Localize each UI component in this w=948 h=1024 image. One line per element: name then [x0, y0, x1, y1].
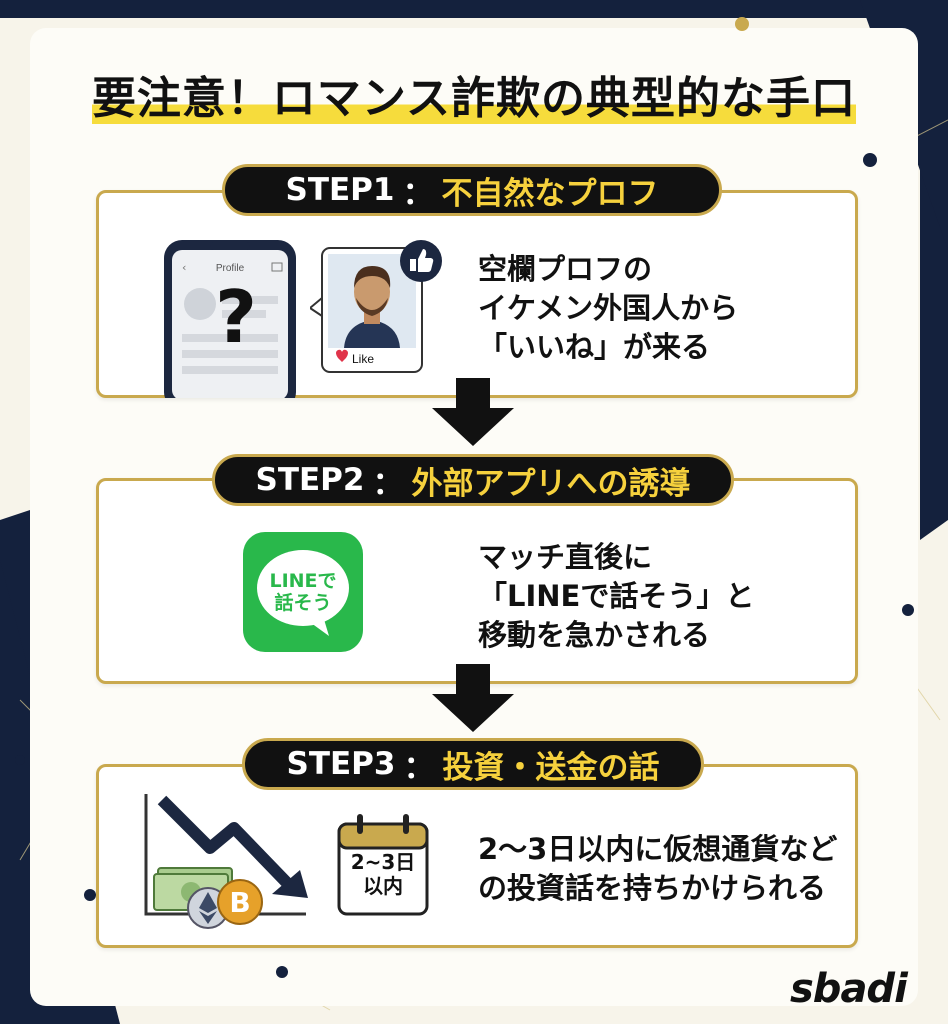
heart-icon [336, 349, 348, 362]
arrow-down-icon [432, 664, 514, 732]
step3-pill: STEP3：投資・送金の話 [242, 738, 704, 790]
man-portrait [344, 266, 400, 348]
speech-bubble-icon [257, 550, 349, 636]
svg-text:B: B [229, 886, 250, 919]
calendar-text: 2~3日 以内 [350, 850, 416, 898]
arrow-down-icon [432, 378, 514, 446]
svg-text:‹: ‹ [182, 261, 186, 274]
sbadi-logo: sbadi [790, 966, 908, 1012]
step2-description: マッチ直後に 「LINEで話そう」と 移動を急かされる [478, 540, 755, 652]
step2-pill: STEP2：外部アプリへの誘導 [212, 454, 734, 506]
question-mark-icon: ? [215, 275, 257, 359]
line-app-icon: LINEで 話そう [243, 532, 363, 652]
line-app-text: LINEで 話そう [269, 570, 337, 614]
smartphone-icon: Profile ‹ ? [164, 240, 296, 398]
falling-chart-icon: B [144, 794, 308, 929]
like-label: Like [352, 352, 374, 366]
step1-pill: STEP1：不自然なプロフ [222, 164, 722, 216]
calendar-icon [337, 814, 429, 916]
step3-description: 2～3日以内に仮想通貨など の投資話を持ちかけられる [478, 832, 838, 905]
bitcoin-coin-icon: B [217, 879, 263, 925]
phone-header: Profile [216, 263, 245, 274]
page-title: 要注意！ロマンス詐欺の典型的な手口 [91, 73, 857, 124]
step1-description: 空欄プロフの イケメン外国人から 「いいね」が来る [478, 252, 739, 364]
thumbs-up-icon [400, 240, 442, 282]
profile-card-icon: Like [310, 247, 423, 373]
